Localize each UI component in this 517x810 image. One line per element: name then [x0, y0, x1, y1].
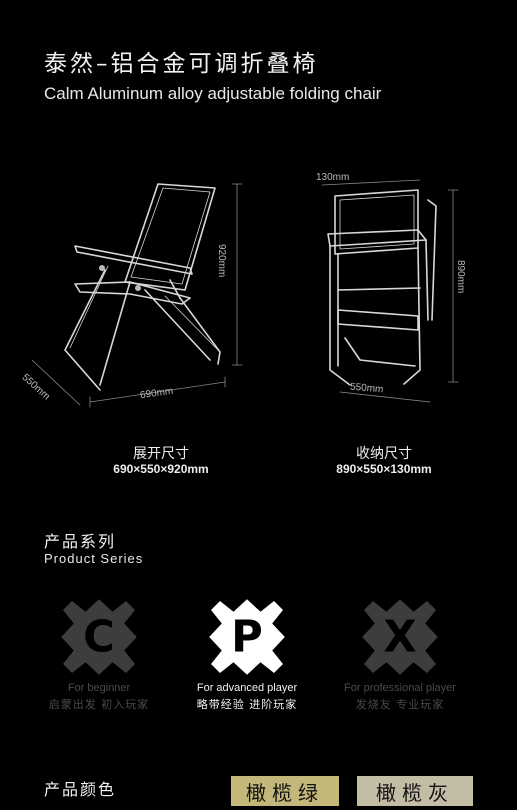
series-c-letter: C	[83, 612, 115, 662]
series-p-icon: P	[209, 599, 285, 675]
series-x-en: For professional player	[344, 682, 456, 694]
series-item-x[interactable]: X For professional player 发烧友 专业玩家	[315, 592, 485, 712]
series-p-en: For advanced player	[196, 682, 298, 694]
unfolded-caption: 展开尺寸	[133, 446, 189, 462]
folded-chair-illustration	[321, 179, 459, 403]
folded-height-label: 890mm	[455, 260, 466, 294]
color-swatch-olive-green[interactable]: 橄榄绿	[231, 776, 339, 806]
folded-thickness-label: 130mm	[316, 172, 350, 183]
series-item-p[interactable]: P For advanced player 略带经验 进阶玩家	[162, 592, 332, 712]
series-x-icon: X	[362, 599, 438, 675]
series-x-cn: 发烧友 专业玩家	[355, 698, 445, 711]
product-series-title-en: Product Series	[44, 551, 144, 566]
page-title-cn: 泰然–铝合金可调折叠椅	[44, 51, 319, 77]
product-colors-title-cn: 产品颜色	[44, 780, 117, 799]
page-title-en: Calm Aluminum alloy adjustable folding c…	[44, 84, 382, 103]
color-swatch-olive-gray[interactable]: 橄榄灰	[357, 776, 473, 806]
series-p-letter: P	[231, 612, 263, 662]
product-series-title-cn: 产品系列	[44, 532, 117, 551]
series-item-c[interactable]: C For beginner 启蒙出发 初入玩家	[14, 592, 184, 712]
unfolded-dimensions: 690×550×920mm	[113, 462, 209, 476]
series-c-icon: C	[61, 599, 137, 675]
unfolded-height-label: 920mm	[216, 244, 227, 278]
folded-caption: 收纳尺寸	[356, 446, 412, 462]
series-c-cn: 启蒙出发 初入玩家	[48, 698, 150, 711]
series-x-letter: X	[383, 612, 416, 662]
series-c-en: For beginner	[67, 682, 131, 694]
series-p-cn: 略带经验 进阶玩家	[196, 698, 298, 711]
unfolded-chair-illustration	[31, 183, 243, 408]
folded-dimensions: 890×550×130mm	[336, 462, 432, 476]
